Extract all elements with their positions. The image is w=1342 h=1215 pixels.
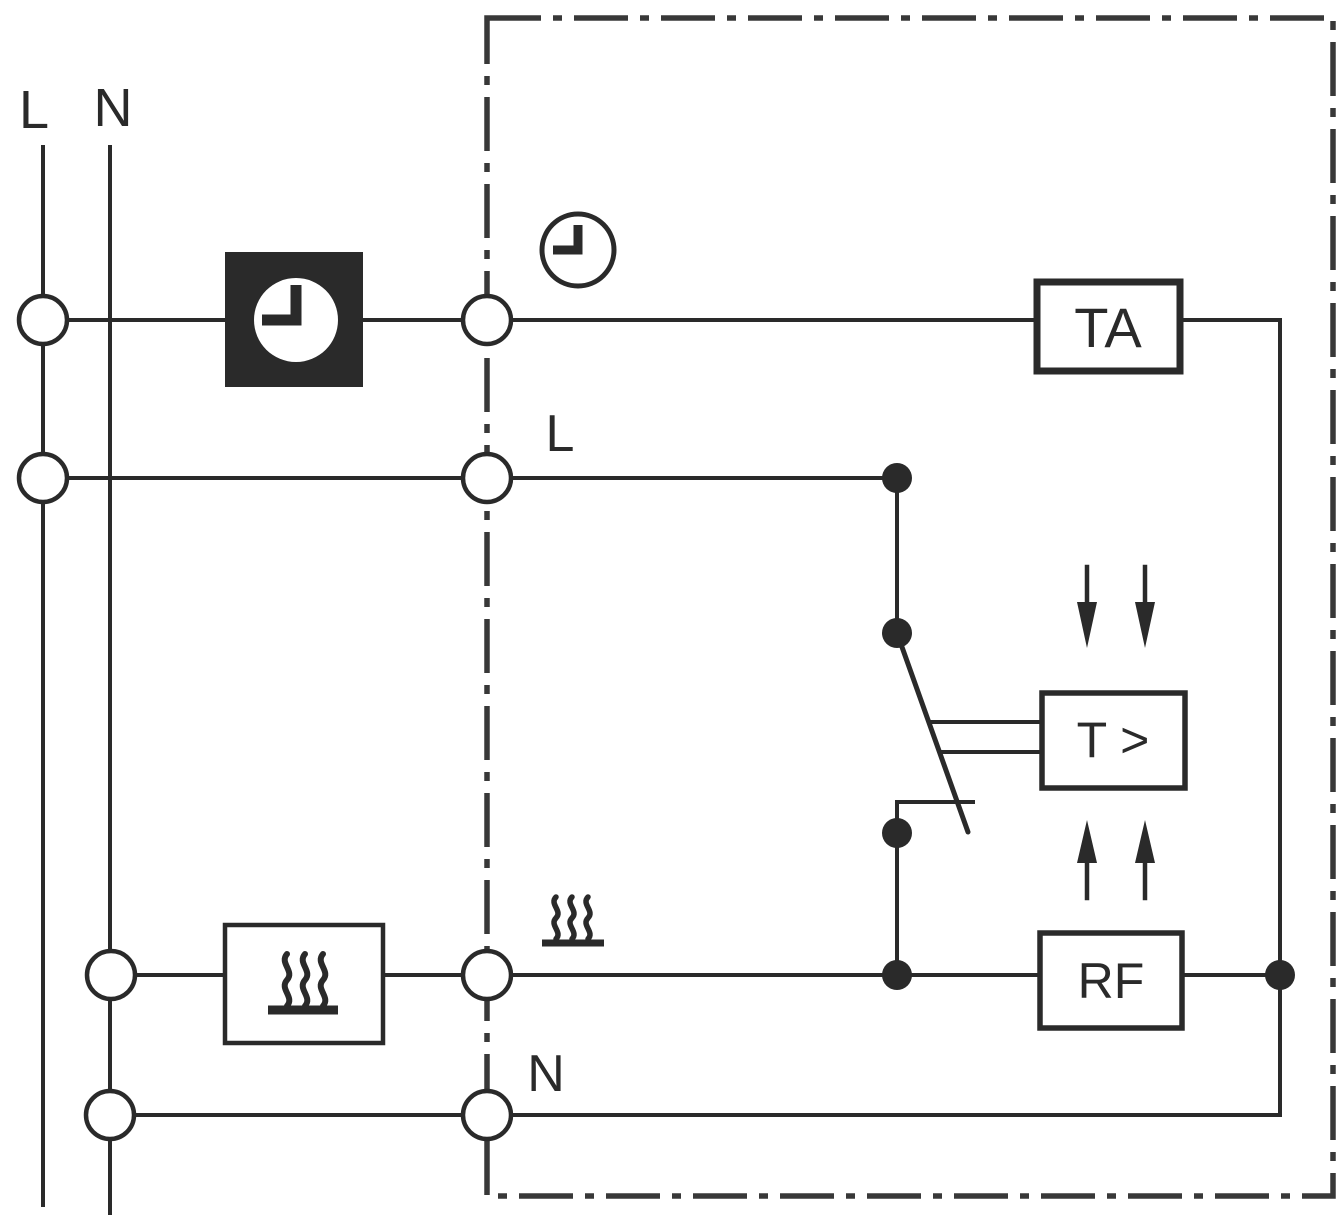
heating-element-icon [268, 951, 338, 1015]
terminal [16, 451, 70, 505]
timer-switch [225, 252, 363, 387]
thermostat-box-label: T > [1077, 712, 1150, 768]
terminal [83, 1088, 137, 1142]
clock-outline-hands [553, 225, 583, 255]
changeover-switch [894, 630, 1044, 835]
device-live-label: L [546, 405, 575, 463]
up-arrows-icon [1077, 820, 1155, 901]
ta-box: TA [1033, 278, 1184, 375]
device-boundary [484, 15, 1336, 1199]
up-arrow-head [1135, 820, 1155, 863]
ta-box-label: TA [1074, 296, 1142, 359]
down-arrows-icon [1077, 564, 1155, 648]
up-arrow-head [1077, 820, 1097, 863]
down-arrow-head [1077, 602, 1097, 648]
rf-box-body [1037, 930, 1185, 1031]
terminal [16, 293, 70, 347]
terminal [460, 1088, 514, 1142]
thermostat-box-body [1039, 690, 1188, 791]
thermostat-box: T > [1039, 690, 1188, 791]
junction-dot [882, 960, 912, 990]
supply-neutral-label: N [94, 78, 133, 138]
junction-dot [882, 618, 912, 648]
clock-outline-icon [539, 211, 617, 289]
supply-live-label: L [19, 80, 49, 140]
wire-switch-lower-contact [895, 800, 975, 977]
ta-box-body [1033, 278, 1184, 375]
heater-box [222, 922, 386, 1046]
rf-box-label: RF [1078, 953, 1145, 1009]
terminal [460, 451, 514, 505]
clock-icon [262, 285, 302, 326]
junction-dot [1265, 960, 1295, 990]
down-arrow-head [1135, 602, 1155, 648]
terminal [84, 948, 138, 1002]
rf-box: RF [1037, 930, 1185, 1031]
terminal [460, 293, 514, 347]
device-neutral-label: N [527, 1045, 565, 1103]
junction-dot [882, 463, 912, 493]
terminal [460, 948, 514, 1002]
heater-box-body [222, 922, 386, 1046]
heating-element-icon [542, 894, 604, 947]
switch-lever [894, 630, 971, 835]
junction-dot [882, 818, 912, 848]
